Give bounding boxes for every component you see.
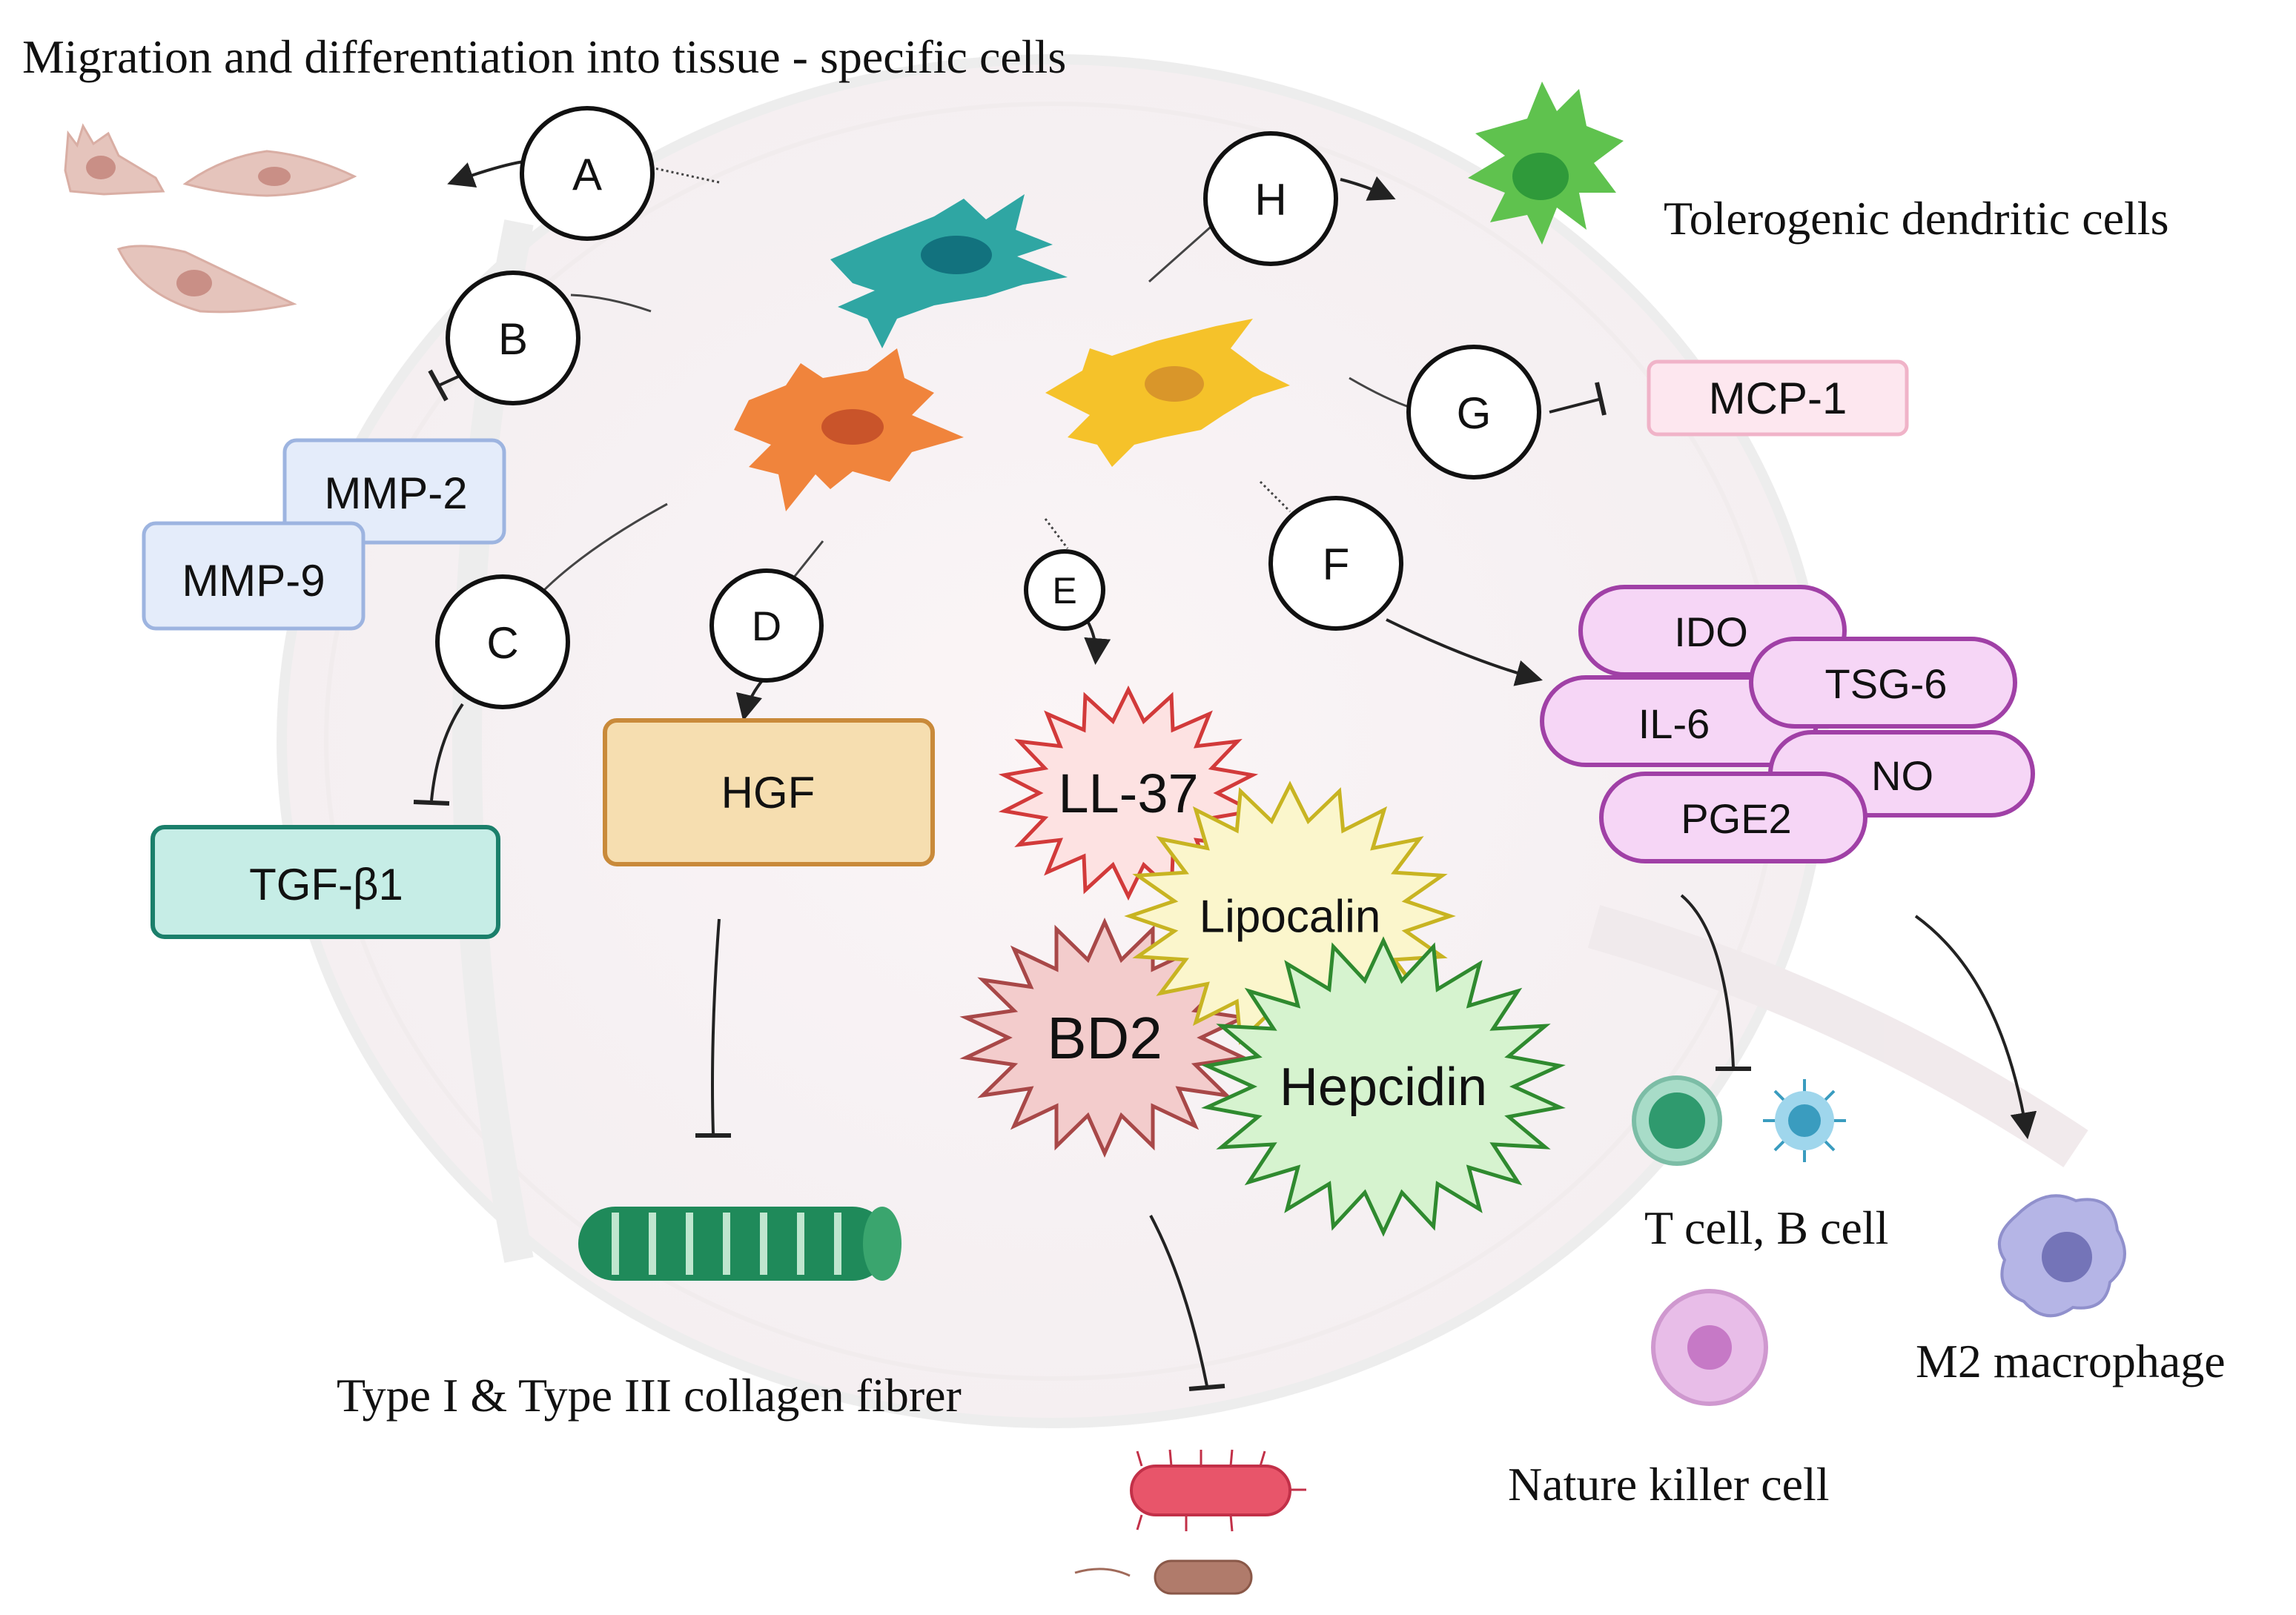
node-a-label: A bbox=[572, 150, 602, 199]
inhibit-g-bar bbox=[1595, 382, 1607, 416]
inhibit-peptides-bar bbox=[1188, 1384, 1225, 1391]
node-e-label: E bbox=[1052, 570, 1076, 611]
node-g-label: G bbox=[1457, 388, 1492, 438]
pill-tsg6-label: TSG-6 bbox=[1825, 660, 1948, 707]
msc-teal bbox=[830, 194, 1068, 348]
node-b-label: B bbox=[498, 314, 528, 364]
mcp1-box: MCP-1 bbox=[1647, 359, 1909, 437]
connector-f bbox=[1259, 480, 1291, 513]
connector-h bbox=[1148, 221, 1217, 283]
inhibit-peptides bbox=[1149, 1215, 1208, 1387]
hgf-label: HGF bbox=[721, 768, 815, 818]
connector-b bbox=[570, 294, 652, 313]
peptide-bd2-label: BD2 bbox=[1047, 1005, 1162, 1071]
cytokine-pills: IDO TSG-6 IL-6 NO PGE2 bbox=[1540, 585, 2035, 863]
connector-d bbox=[792, 540, 824, 579]
inhibit-b-bar bbox=[428, 369, 449, 402]
peptide-ll37-label: LL-37 bbox=[1058, 763, 1198, 824]
node-f: F bbox=[1268, 496, 1403, 631]
node-d: D bbox=[709, 568, 824, 683]
pill-ido-label: IDO bbox=[1674, 608, 1748, 655]
inhibit-hgf bbox=[711, 918, 721, 1135]
node-g: G bbox=[1406, 345, 1541, 480]
b-cell bbox=[1763, 1079, 1846, 1162]
peptide-hepcidin-label: Hepcidin bbox=[1280, 1058, 1487, 1117]
arrow-f bbox=[1386, 618, 1543, 686]
pill-no-label: NO bbox=[1871, 752, 1933, 799]
node-c-label: C bbox=[486, 618, 518, 668]
tissue-cell-1 bbox=[64, 123, 165, 196]
connectors bbox=[540, 166, 1424, 594]
peptide-hepcidin-shape bbox=[1201, 936, 1566, 1237]
bacteria bbox=[1074, 1449, 1306, 1595]
node-c: C bbox=[435, 574, 570, 709]
inhibit-g bbox=[1549, 397, 1602, 414]
tgf-box: TGF-β1 bbox=[150, 825, 500, 939]
label-nk: Nature killer cell bbox=[1508, 1458, 1830, 1510]
mmp9-label: MMP-9 bbox=[182, 556, 325, 606]
mcp1-label: MCP-1 bbox=[1709, 374, 1847, 423]
tissue-cell-2 bbox=[182, 150, 357, 197]
inhibit-c bbox=[430, 703, 464, 801]
connector-e bbox=[1044, 518, 1069, 549]
arrow-a bbox=[447, 160, 524, 188]
pill-pge2-label: PGE2 bbox=[1681, 795, 1791, 842]
tissue-cell-3 bbox=[116, 245, 297, 314]
node-h: H bbox=[1203, 131, 1338, 266]
label-collagen: Type I & Type III collagen fibrer bbox=[337, 1369, 962, 1422]
mmp2-box: MMP-2 bbox=[282, 438, 506, 545]
bacterium-rod-2 bbox=[1074, 1559, 1253, 1595]
diagram-title: Migration and differentiation into tissu… bbox=[22, 30, 1066, 83]
mmp2-label: MMP-2 bbox=[324, 468, 467, 518]
pill-pge2-shape bbox=[1599, 772, 1867, 863]
connector-a bbox=[650, 166, 720, 184]
arrow-h bbox=[1340, 176, 1396, 201]
label-tolerogenic: Tolerogenic dendritic cells bbox=[1664, 192, 2168, 245]
inhibit-c-bar bbox=[413, 800, 450, 806]
node-b: B bbox=[446, 271, 580, 405]
node-e: E bbox=[1024, 549, 1105, 631]
msc-orange bbox=[734, 348, 964, 511]
node-d-label: D bbox=[752, 603, 781, 649]
collagen-fibre bbox=[578, 1207, 901, 1281]
dendritic-cell bbox=[1468, 82, 1624, 245]
pill-il6-label: IL-6 bbox=[1638, 700, 1710, 747]
inhibit-tcell bbox=[1680, 894, 1735, 1068]
tgf-label: TGF-β1 bbox=[249, 860, 403, 909]
connector-c bbox=[540, 503, 668, 594]
arrow-e bbox=[1084, 622, 1111, 666]
arrow-m2 bbox=[1914, 915, 2037, 1140]
peptide-hepcidin: Hepcidin bbox=[1201, 936, 1566, 1237]
mmp9-box: MMP-9 bbox=[142, 521, 365, 631]
node-a: A bbox=[520, 106, 655, 241]
pill-tsg6-shape bbox=[1749, 637, 2017, 729]
t-cell bbox=[1632, 1075, 1722, 1166]
node-f-label: F bbox=[1323, 540, 1350, 589]
bacterium-rod-1 bbox=[1130, 1449, 1306, 1532]
peptide-lipocalin-label: Lipocalin bbox=[1200, 892, 1381, 943]
label-m2: M2 macrophage bbox=[1916, 1335, 2226, 1387]
m2-macrophage bbox=[1997, 1194, 2126, 1318]
nk-cell bbox=[1651, 1289, 1768, 1406]
label-tb-cell: T cell, B cell bbox=[1644, 1201, 1888, 1254]
tissue-specific-cells bbox=[64, 123, 357, 314]
node-h-label: H bbox=[1254, 175, 1286, 225]
msc-yellow bbox=[1045, 319, 1290, 467]
hgf-box: HGF bbox=[603, 718, 935, 866]
